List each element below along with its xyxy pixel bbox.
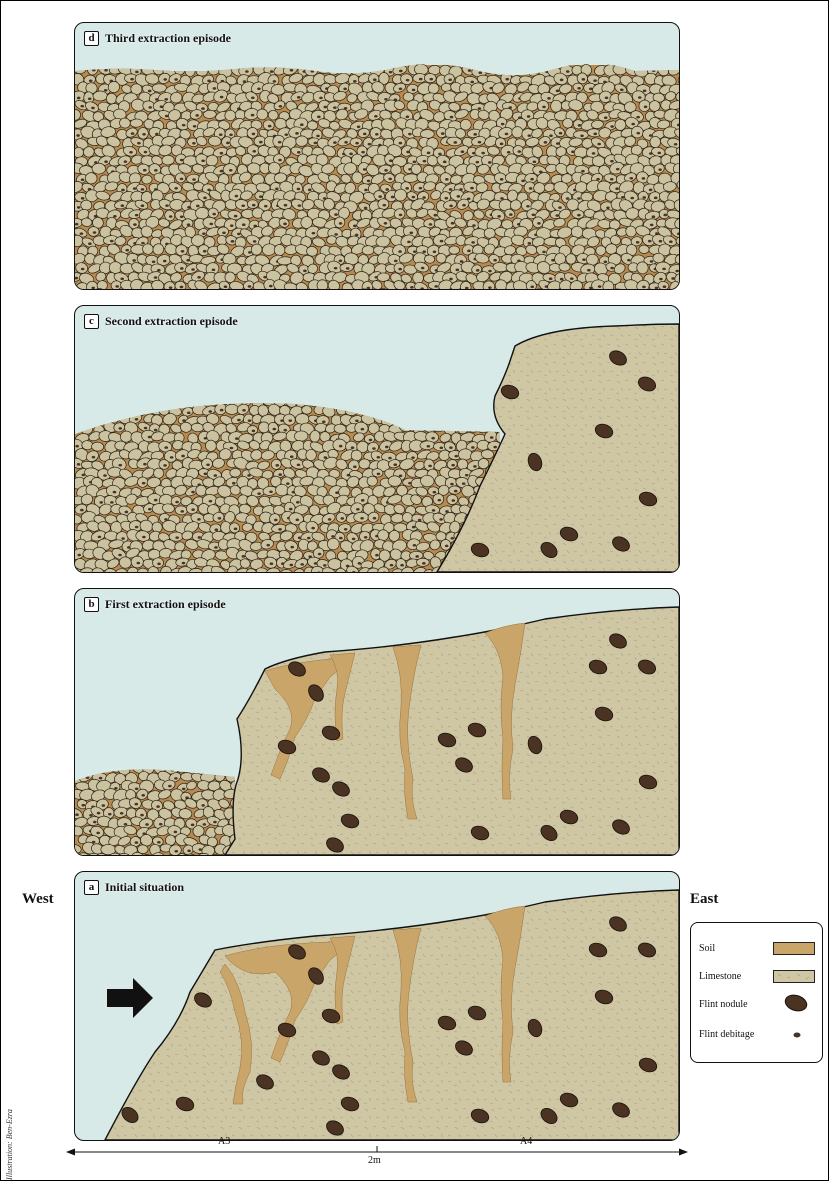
scale-label-a4: A4 <box>520 1136 532 1147</box>
panel-title: a Initial situation <box>84 880 184 895</box>
panel-second-extraction: c Second extraction episode <box>74 305 680 573</box>
panel-initial-situation: a Initial situation <box>74 871 680 1141</box>
panel-letter-badge: a <box>84 880 99 895</box>
panel-letter-badge: b <box>84 597 99 612</box>
panel-letter-badge: d <box>84 31 99 46</box>
rubble-stones <box>75 760 255 855</box>
section-scene <box>75 306 679 572</box>
west-label: West <box>22 891 54 908</box>
legend: Soil Limestone Flint nodule Flint debita… <box>690 922 823 1063</box>
scale-label-a3: A3 <box>218 1136 230 1147</box>
panel-first-extraction: b First extraction episode <box>74 588 680 856</box>
scale-length-label: 2m <box>368 1155 381 1166</box>
rubble-stones <box>75 62 679 289</box>
panel-title-text: Third extraction episode <box>105 31 231 46</box>
rubble-fill-scene <box>75 23 679 289</box>
arrow-right-icon <box>107 978 153 1018</box>
legend-label-limestone: Limestone <box>699 971 741 982</box>
flint-nodule-icon <box>783 993 809 1013</box>
limestone-swatch <box>773 970 815 984</box>
panel-third-extraction: d Third extraction episode <box>74 22 680 290</box>
section-scene <box>75 589 679 855</box>
panel-title-text: Initial situation <box>105 880 184 895</box>
section-scene <box>75 872 679 1140</box>
flint-debitage-icon <box>791 1030 803 1040</box>
legend-label-flint-debitage: Flint debitage <box>699 1029 754 1040</box>
legend-label-flint-nodule: Flint nodule <box>699 999 748 1010</box>
panel-letter-badge: c <box>84 314 99 329</box>
scale-bar: A3 A4 2m <box>66 1146 688 1176</box>
east-label: East <box>690 891 718 908</box>
panel-title: c Second extraction episode <box>84 314 238 329</box>
panel-title-text: First extraction episode <box>105 597 226 612</box>
soil-swatch <box>773 942 815 956</box>
legend-label-soil: Soil <box>699 943 715 954</box>
panel-title: d Third extraction episode <box>84 31 231 46</box>
illustrator-credit: Illustration: Ben-Ezra <box>5 1109 14 1180</box>
panel-title-text: Second extraction episode <box>105 314 238 329</box>
panel-title: b First extraction episode <box>84 597 226 612</box>
